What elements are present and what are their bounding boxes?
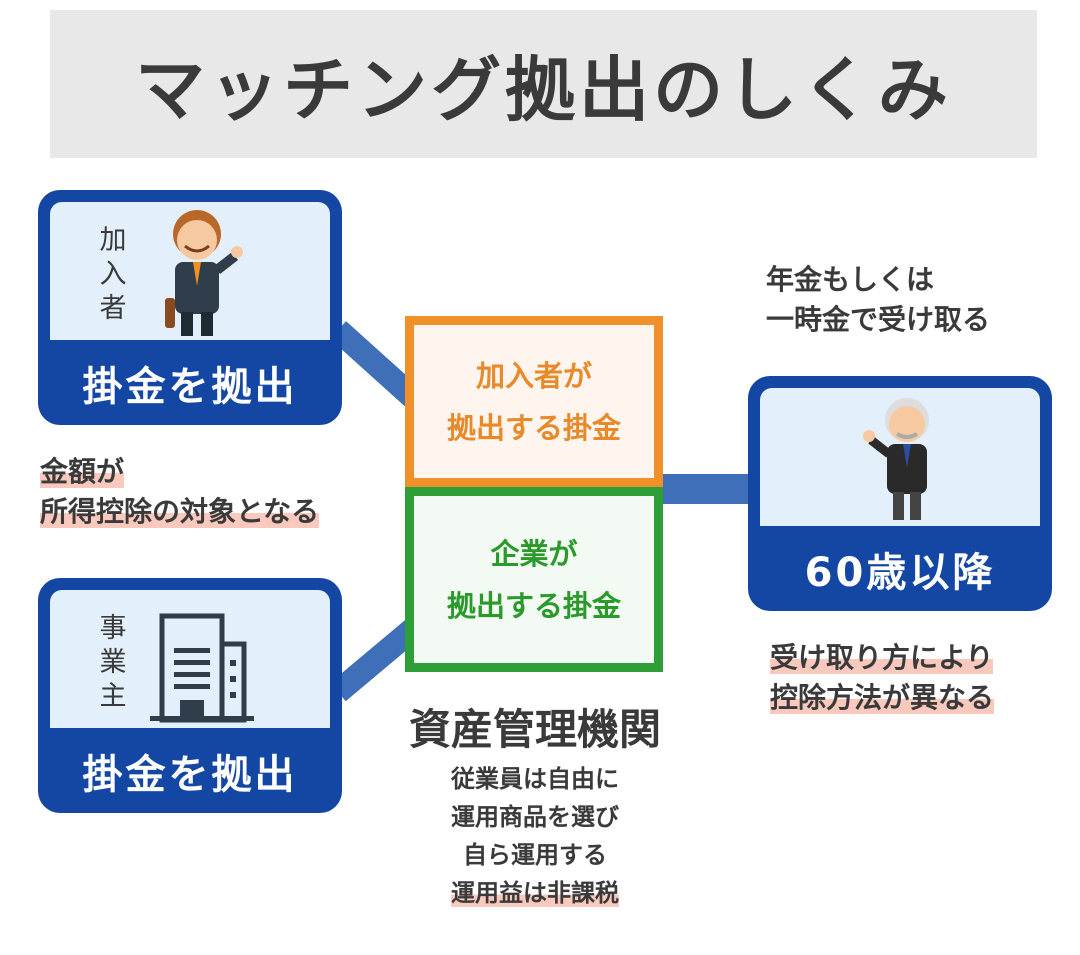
method-note-line1: 受け取り方により — [770, 641, 994, 674]
institution-section: 資産管理機関 従業員は自由に 運用商品を選び 自ら運用する 運用益は非課税 — [385, 700, 685, 912]
connector-retiree — [660, 474, 752, 504]
deduction-note-line1: 金額が — [40, 455, 125, 488]
deduction-note: 金額が 所得控除の対象となる — [40, 452, 320, 532]
member-contribution-line1: 加入者が — [475, 358, 592, 393]
institution-highlight: 運用益は非課税 — [451, 879, 619, 907]
method-note-line2: 控除方法が異なる — [770, 681, 995, 714]
institution-line2: 運用商品を選び — [451, 803, 619, 831]
receive-note: 年金もしくは 一時金で受け取る — [766, 260, 990, 340]
member-contribute-label: 掛金を拠出 — [82, 363, 298, 410]
employer-contribution-line1: 企業が — [490, 536, 578, 571]
retiree-box: 60歳以降 — [748, 376, 1052, 611]
member-box: 加入者 掛金を拠出 — [38, 190, 342, 425]
page-title: マッチング拠出のしくみ — [50, 10, 1037, 158]
member-contribution-box: 加入者が 拠出する掛金 — [405, 316, 663, 487]
elderly-man-icon — [863, 398, 929, 520]
deduction-note-line2: 所得控除の対象となる — [40, 495, 320, 528]
businessman-icon — [165, 210, 243, 336]
method-note: 受け取り方により 控除方法が異なる — [770, 638, 995, 718]
institution-title: 資産管理機関 — [408, 705, 661, 754]
receive-note-line2: 一時金で受け取る — [766, 303, 991, 336]
employer-box: 事業主 掛金を拠出 — [38, 578, 342, 813]
employer-contribution-box: 企業が 拠出する掛金 — [405, 487, 663, 672]
receive-note-line1: 年金もしくは — [766, 263, 935, 296]
member-contribution-line2: 拠出する掛金 — [446, 410, 621, 445]
institution-line3: 自ら運用する — [463, 841, 607, 869]
building-icon — [150, 613, 254, 723]
member-label: 加入者 — [99, 225, 127, 324]
employer-label: 事業主 — [99, 613, 127, 712]
employer-contribute-label: 掛金を拠出 — [82, 751, 298, 798]
retiree-age-label: 60歳以降 — [804, 549, 996, 596]
employer-contribution-line2: 拠出する掛金 — [446, 588, 621, 623]
institution-line1: 従業員は自由に — [451, 765, 619, 793]
